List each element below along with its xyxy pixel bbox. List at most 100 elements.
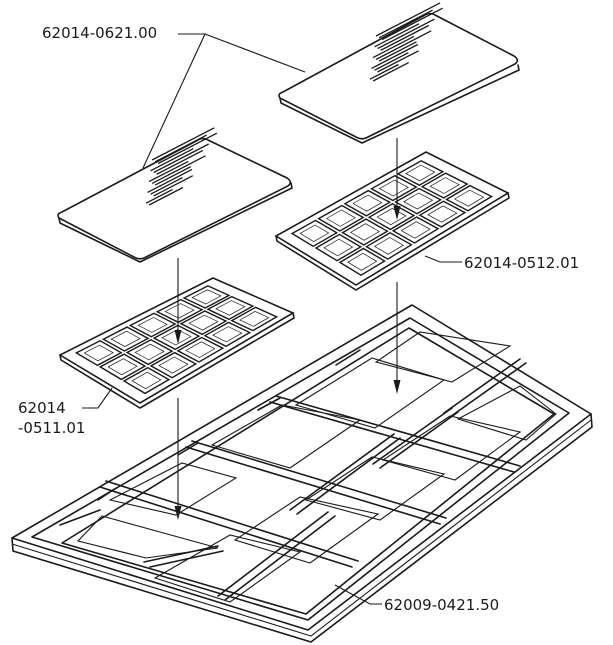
left-grid-cell-inner — [134, 343, 165, 361]
left-card-hatch-line — [145, 188, 173, 204]
right-grid-cell — [445, 184, 494, 212]
right-card-hatch-line — [372, 35, 415, 59]
left-grid-cell — [179, 310, 228, 336]
leader-lines — [82, 33, 462, 605]
left-grid-cell-inner — [161, 329, 192, 346]
left-grid-cell — [203, 321, 252, 348]
left-card-hatch-line — [150, 148, 194, 172]
left-grid-cell — [98, 353, 147, 381]
left-card — [57, 127, 293, 263]
left-grid-cell — [128, 312, 177, 338]
right-grid-cell — [418, 200, 467, 228]
left-grid-cell — [182, 285, 231, 309]
left-grid-cell — [122, 366, 171, 395]
right-grid-cell-inner — [325, 209, 356, 227]
left-card-hatch-line — [148, 160, 189, 183]
left-grid-cell-inner — [185, 341, 216, 358]
left-grid-cell-inner — [110, 330, 141, 347]
right-grid-cell-inner — [323, 238, 354, 257]
right-card-hatch-line — [380, 24, 429, 51]
right-grid-cell — [391, 216, 440, 244]
right-grid-cell — [367, 202, 416, 231]
right-card-hatch-line — [369, 63, 399, 80]
right-grid-cell — [365, 231, 413, 260]
left-grid-cell — [155, 298, 204, 324]
left-grid-cell — [74, 340, 123, 367]
right-grid-cell-inner — [402, 192, 434, 210]
left-grid-cell — [206, 295, 255, 321]
left-card-hatch-line — [150, 177, 183, 195]
right-grid-cell-inner — [299, 224, 330, 243]
left-grid-cell-inner — [164, 303, 195, 319]
left-grid-cell-inner — [107, 358, 138, 376]
label-grid-right: 62014-0512.01 — [464, 254, 579, 272]
left-grid-cell — [230, 306, 279, 332]
left-grid-cell-inner — [137, 317, 168, 333]
right-grid-cell — [394, 187, 443, 215]
explosion-arrows — [174, 138, 401, 520]
base-tray — [11, 304, 593, 643]
right-grid-cell — [290, 219, 339, 248]
right-grid-cell-inner — [429, 177, 460, 194]
left-grid-cell-inner — [239, 311, 270, 327]
left-grid-cell-inner — [188, 314, 219, 331]
left-grid-cell — [152, 324, 201, 351]
right-card-hatch-line — [372, 62, 409, 82]
left-card-hatch-line — [154, 166, 191, 186]
left-grid-cell-inner — [131, 371, 162, 390]
left-grid-cell — [101, 326, 150, 352]
right-card-hatch-line — [375, 2, 441, 37]
right-card-hatch-line — [374, 52, 409, 71]
left-card-hatch-line — [153, 143, 209, 174]
right-grid-cell — [341, 218, 389, 246]
right-grid-cell-inner — [378, 179, 409, 197]
left-grid-cell — [149, 351, 198, 379]
right-card-hatch-line — [381, 7, 443, 41]
right-card-hatch-line — [374, 23, 420, 48]
left-card-hatch-line — [148, 186, 184, 206]
right-grid-cell — [396, 160, 445, 186]
right-grid-cell — [314, 233, 363, 262]
right-grid-plate — [274, 151, 510, 291]
left-card-hatch-line — [154, 134, 207, 163]
right-card-hatch-line — [378, 9, 433, 39]
right-grid-cell-inner — [352, 194, 383, 212]
right-grid-cell-inner — [427, 205, 458, 223]
left-card-hatch-line — [157, 132, 218, 165]
left-card-hatch-line — [156, 149, 204, 175]
label-grid-left-line2: -0511.01 — [18, 419, 85, 437]
right-grid-cell-inner — [400, 221, 431, 239]
right-grid-cell-inner — [405, 164, 436, 182]
right-grid-cell-inner — [453, 189, 485, 207]
left-grid-cell-inner — [215, 300, 246, 316]
label-grid-left-line1: 62014 — [18, 399, 66, 417]
right-grid-cell-inner — [347, 252, 378, 271]
left-card-hatch-line — [151, 127, 215, 161]
left-card-hatch-line — [151, 155, 206, 184]
left-grid-cell-inner — [83, 344, 114, 362]
left-grid-cell-inner — [191, 289, 222, 305]
right-card-hatch-line — [375, 30, 432, 60]
right-grid-cell-inner — [376, 207, 407, 226]
right-grid-cell-inner — [373, 237, 404, 255]
left-grid-cell — [176, 336, 225, 363]
left-grid-cell — [125, 339, 174, 366]
left-card-hatch-line — [153, 175, 194, 197]
right-grid-cell — [343, 189, 392, 217]
right-grid-cell-inner — [349, 223, 380, 241]
right-grid-cell — [317, 204, 365, 232]
right-card-hatch-line — [378, 41, 417, 62]
right-card-hatch-line — [377, 18, 435, 50]
label-card: 62014-0621.00 — [42, 24, 157, 42]
right-grid-cell — [338, 247, 386, 277]
label-base-tray: 62009-0421.50 — [384, 596, 499, 614]
right-card — [278, 2, 520, 144]
left-grid-cell-inner — [158, 356, 189, 374]
right-card-hatch-line — [377, 50, 419, 73]
left-grid-plate — [58, 277, 295, 409]
left-grid-cell-inner — [212, 326, 243, 343]
right-grid-cell — [420, 172, 469, 199]
right-grid-cell — [369, 174, 418, 202]
right-card-hatch-line — [371, 43, 419, 69]
